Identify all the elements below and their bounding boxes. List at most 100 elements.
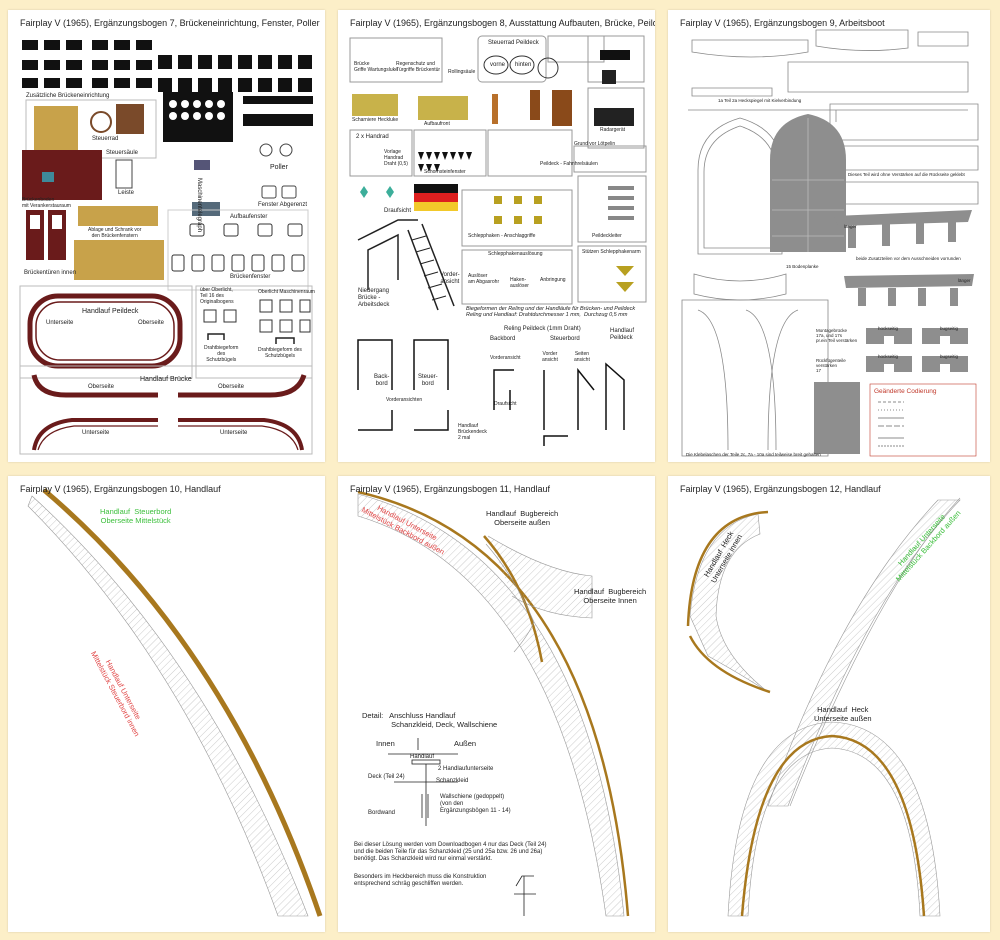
- label-vorne: vorne: [490, 62, 506, 68]
- label-steuersaeule: Steuersäule: [106, 150, 139, 156]
- label-teil2a: 1a Teil 2a Heckspiegel mit Kielverbindun…: [718, 98, 802, 103]
- label-backbord-2: Back- bord: [374, 374, 390, 387]
- label-innen-boden: 15 Bodenplanke: [786, 264, 819, 269]
- label-oberseite-2: Oberseite: [88, 384, 115, 390]
- label-brueckenfenster: Brückenfenster: [230, 274, 271, 280]
- label-unterseite-1: Unterseite: [46, 320, 74, 326]
- sheet-8: Fairplay V (1965), Ergänzungsbogen 8, Au…: [338, 10, 655, 462]
- label-draufsicht-1: Draufsicht: [384, 208, 412, 214]
- label-gelaender-hint: Dieses Teil wird ohne Verstärken auf die…: [848, 172, 965, 177]
- label-handlauf-peildeck: Handlauf Peildeck: [82, 308, 139, 315]
- label-steuerbord: Steuerbord: [550, 336, 580, 342]
- label-steuerbord-2: Steuer- bord: [418, 374, 438, 387]
- label-handlauf: Handlauf: [410, 754, 435, 760]
- label-vorlage-handrad: Vorlage Handrad Draht (0,5): [384, 149, 408, 167]
- label-zusatz: Zusätzliche Brückeneinrichtung: [26, 93, 110, 99]
- label-backbord: Backbord: [490, 336, 516, 342]
- label-handlauf-brueckendeck: Handlauf Brückendeck 2 mal: [458, 423, 487, 441]
- label-laenger-2: länger: [958, 278, 971, 283]
- label-handlauf-peildeck-8: Handlauf Peildeck: [610, 328, 635, 341]
- sheet-8-drawing: [349, 35, 647, 446]
- label-s10-green: Handlauf Steuerbord Oberseite Mittelstüc…: [100, 507, 172, 525]
- label-hakenausloeser: Haken- auslöser: [510, 277, 529, 289]
- label-bugseitig-2: bugseitig: [940, 354, 959, 359]
- sheet-7-drawing: [19, 40, 313, 455]
- label-poller: Poller: [270, 164, 288, 171]
- label-deck24: Deck (Teil 24): [368, 774, 405, 780]
- label-steuerrad: Steuerrad: [92, 136, 119, 142]
- label-drahtbiegeform-2: Drahtbiegeform des Schutzbügels: [258, 347, 302, 359]
- label-oberseite-3: Oberseite: [218, 384, 245, 390]
- label-scharniere: Scharniere Heckluke: [352, 117, 399, 123]
- label-codierung: Geänderte Codierung: [874, 388, 937, 395]
- label-regenschutz: Regenschutz und Türgriffe Brückentür: [396, 61, 441, 73]
- label-grund: Grund vor Lötpelin: [574, 141, 616, 147]
- label-unterseite-2: Unterseite: [82, 430, 110, 436]
- label-handrad: 2 x Handrad: [356, 134, 389, 140]
- label-handlauf-bruecke: Handlauf Brücke: [140, 376, 192, 383]
- sheet-12-drawing: [686, 497, 961, 917]
- label-schornsteinfenster: Schornsteinfenster: [424, 169, 466, 175]
- label-bordwand: Bordwand: [368, 810, 396, 816]
- label-hinten: hinten: [515, 62, 532, 68]
- sheet-11-drawing: [357, 490, 630, 917]
- sheet-9-title: Fairplay V (1965), Ergänzungsbogen 9, Ar…: [680, 18, 885, 28]
- label-fensterabgerenzt: Fenster Abgerenzt: [258, 202, 308, 208]
- sheet-7: Fairplay V (1965), Ergänzungsbogen 7, Br…: [8, 10, 325, 462]
- label-steuerrad-peildeck: Steuerrad Peildeck: [488, 40, 539, 46]
- label-ablage: Ablage und Schrank vor den Brückenfenste…: [88, 227, 142, 239]
- label-peildeckleiter: Peildeckleiter: [592, 233, 622, 239]
- sheet-9: Fairplay V (1965), Ergänzungsbogen 9, Ar…: [668, 10, 990, 462]
- label-bug-oben: Handlauf Bugbereich Oberseite außen: [486, 509, 559, 527]
- label-innen: Innen: [376, 739, 395, 748]
- label-laenger-1: länger: [844, 224, 857, 229]
- label-ueber-oberlicht: über Oberlicht, Teil 16 des Originalboge…: [200, 287, 234, 305]
- label-schlepphaken: Schlepphaken - Anschlaggriffe: [468, 233, 536, 239]
- label-vorderansichten: Vorderansichten: [386, 397, 423, 403]
- label-stuetzen: Stützen Schlepphakenarm: [582, 249, 641, 255]
- label-ausloeser: Auslöser am Abgasrohr: [468, 273, 500, 285]
- label-zusatz-teile: beide Zusatzteilen vor dem Ausschneiden …: [856, 256, 961, 261]
- sheet-10-drawing: [27, 488, 323, 917]
- sheet-12-title: Fairplay V (1965), Ergänzungsbogen 12, H…: [680, 484, 881, 494]
- label-schanzkleid: Schanzkleid: [436, 778, 469, 784]
- label-hockseitig-2: hockseitig: [878, 354, 899, 359]
- sheet-7-title: Fairplay V (1965), Ergänzungsbogen 7, Br…: [20, 18, 320, 28]
- label-vorderansicht-2: Vorderansicht: [490, 355, 521, 361]
- label-unterseite-11: 2 Handlaufunterseite: [438, 766, 494, 772]
- label-schleppausloesung: Schlepphakenauslösung: [488, 251, 543, 257]
- label-seiten-ansicht: Seiten ansicht: [574, 351, 590, 363]
- label-niedergang: Niedergang Brücke - Arbeitsdeck: [358, 288, 390, 308]
- label-heck-aussen: Handlauf Heck Unterseite außen: [814, 705, 872, 723]
- sheet-10: Fairplay V (1965), Ergänzungsbogen 10, H…: [8, 476, 325, 932]
- label-vorder-ansicht: Vorder ansicht: [542, 351, 558, 363]
- label-peildeck-fahne: Peildeck - Fahnhrelsäulen: [540, 161, 598, 167]
- label-aufbaufenster: Aufbaufenster: [230, 214, 268, 220]
- sheet-11: Fairplay V (1965), Ergänzungsbogen 11, H…: [338, 476, 655, 932]
- sheet-10-title: Fairplay V (1965), Ergänzungsbogen 10, H…: [20, 484, 221, 494]
- sheet-9-drawing: [681, 29, 979, 457]
- label-maschinentelegraph: Maschinentelegraph: [196, 178, 202, 233]
- label-oberseite-1: Oberseite: [138, 320, 165, 326]
- label-unterseite-3: Unterseite: [220, 430, 248, 436]
- label-leiste: Leiste: [118, 190, 135, 196]
- label-drahtbiegeform-1: Drahtbiegeform des Schutzbügels: [204, 345, 239, 363]
- label-detail: Detail: Anschluss Handlauf Schanzkleid, …: [362, 711, 498, 729]
- label-bugseitig-1: bugseitig: [940, 326, 959, 331]
- label-brueckenboden: Brückenboden mit Verankerstauraum: [22, 197, 71, 209]
- label-vorderansicht-1: Vorder- ansicht: [440, 272, 460, 285]
- label-montagebruecke: Montagebrücke 17a, und 17s pr.ein Teil v…: [816, 328, 858, 344]
- label-text1: Bei dieser Lösung werden vom Downloadbog…: [354, 842, 547, 862]
- label-wallschiene: Wallschiene (gedoppelt) (von den Ergänzu…: [440, 794, 511, 814]
- label-aussen: Außen: [454, 739, 477, 748]
- label-hockseitig-1: hockseitig: [878, 326, 899, 331]
- label-rueckkfaegen: Rückfügenteile verstärken 17: [816, 358, 846, 374]
- label-rollingsaule: Rollingsäule: [448, 69, 476, 75]
- label-anbringung: Anbringung: [540, 277, 566, 283]
- sheet-12: Fairplay V (1965), Ergänzungsbogen 12, H…: [668, 476, 990, 932]
- label-draufsicht-2: Draufsicht: [494, 401, 517, 407]
- label-aufbaufront: Aufbaufront: [424, 121, 450, 127]
- label-brueckentueren: Brückentüren innen: [24, 270, 77, 276]
- label-oberlicht-maschinen: Oberlicht Maschinenraum: [258, 289, 315, 295]
- label-biegeformen: Biegeformen der Reling und der Handläufe…: [466, 306, 636, 319]
